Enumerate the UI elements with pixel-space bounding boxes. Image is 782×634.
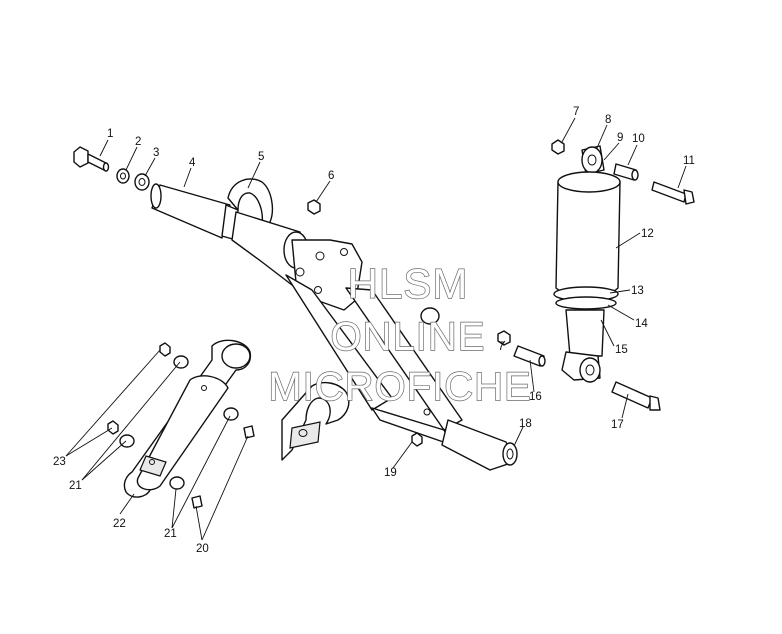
part-3-hole	[138, 178, 146, 186]
watermark-line-1: HLSM	[348, 260, 469, 307]
part-7b-nut	[497, 330, 511, 346]
callout-13: 13	[631, 285, 644, 297]
callout-16: 16	[529, 391, 542, 403]
callout-23: 23	[53, 456, 66, 468]
callout-17: 17	[611, 419, 624, 431]
watermark-line-3: MICROFICHE	[268, 365, 531, 409]
callout-20: 20	[196, 543, 209, 555]
part-17-head	[649, 395, 661, 411]
part-16-end	[538, 355, 546, 367]
watermark: HLSM ONLINE MICROFICHE	[268, 259, 532, 409]
callout-8: 8	[605, 114, 611, 126]
callout-5: 5	[258, 151, 264, 163]
shock-absorber	[553, 145, 621, 383]
callout-6: 6	[328, 170, 334, 182]
callout-11: 11	[683, 155, 695, 167]
part-7-nut	[551, 139, 565, 155]
part-19-nut	[411, 432, 423, 447]
callout-15: 15	[615, 344, 628, 356]
callout-18: 18	[519, 418, 532, 430]
part-2-washer	[116, 168, 130, 184]
callout-19: 19	[384, 467, 397, 479]
callout-7: 7	[573, 106, 579, 118]
suspension-arm	[150, 178, 518, 471]
part-22-link-arm	[123, 339, 252, 498]
callout-21a: 21	[69, 480, 82, 492]
callout-3: 3	[153, 147, 159, 159]
lower-bracket	[281, 381, 350, 461]
part-21-washer-3	[223, 407, 239, 421]
part-11-bolt	[651, 181, 687, 203]
callout-12: 12	[641, 228, 654, 240]
leader-lines	[65, 117, 687, 541]
part-23-nut-lower	[107, 420, 119, 435]
callout-4: 4	[189, 157, 196, 169]
part-2-hole	[120, 172, 126, 180]
part-11-head	[683, 189, 695, 205]
part-21-washer-2	[119, 434, 135, 448]
part-3-washer	[134, 173, 150, 191]
part-6-nut	[307, 199, 321, 215]
callout-21b: 21	[164, 528, 177, 540]
part-23-nut-upper	[159, 342, 171, 357]
callout-2: 2	[135, 136, 141, 148]
callout-numbers: 1 2 3 4 5 6 7 8 9 10 11 12 13 14 15 16 1…	[53, 106, 695, 555]
callout-10: 10	[632, 133, 645, 145]
callout-14: 14	[635, 318, 648, 330]
part-10-end	[631, 169, 639, 181]
part-20-bolt-1	[243, 425, 255, 439]
callout-1: 1	[107, 128, 113, 140]
callout-9: 9	[617, 132, 623, 144]
part-20-bolt-2	[191, 495, 203, 509]
part-1-bolt	[73, 146, 110, 172]
part-21-washer-4	[169, 476, 185, 490]
callout-7b: 7	[498, 341, 504, 353]
callout-22: 22	[113, 518, 126, 530]
watermark-line-2: ONLINE	[331, 315, 486, 359]
part-16-sleeve	[513, 345, 545, 367]
part-17-bolt	[611, 381, 653, 409]
